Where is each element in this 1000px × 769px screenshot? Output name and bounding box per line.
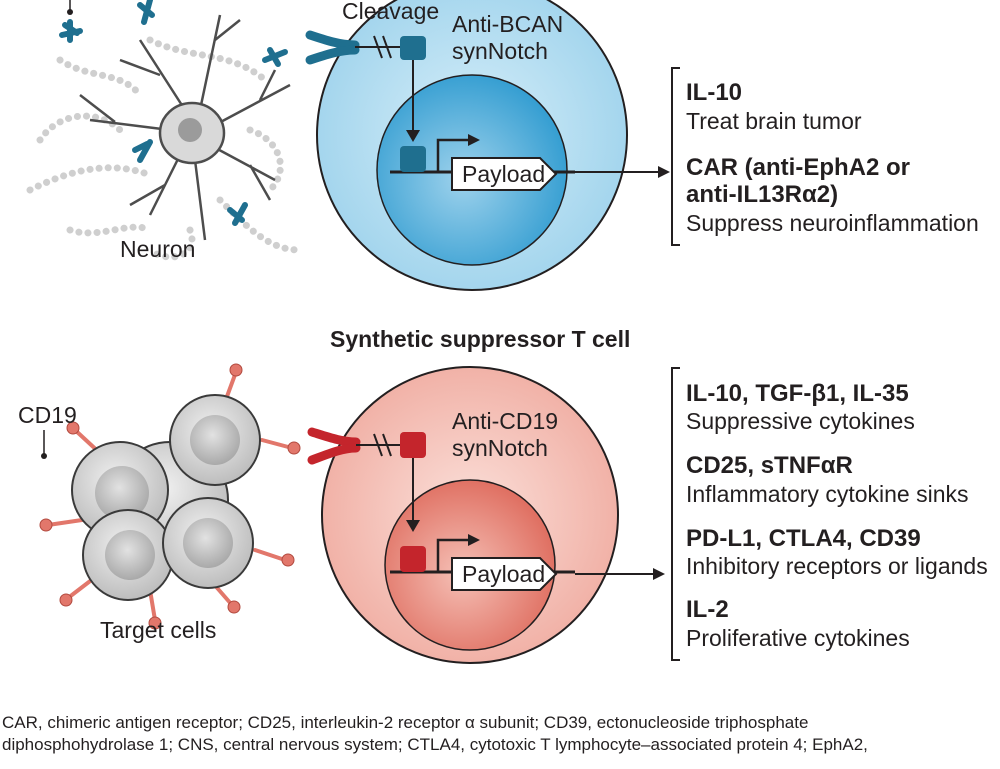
neuron-label: Neuron bbox=[120, 236, 196, 262]
gene-construct-blue bbox=[390, 134, 670, 191]
output-desc-treat-tumor: Treat brain tumor bbox=[686, 108, 862, 134]
output-head-il2: IL-2 bbox=[686, 596, 729, 623]
target-cells bbox=[39, 363, 301, 630]
neuron bbox=[26, 14, 304, 261]
footer-line-2: diphosphohydrolase 1; CNS, central nervo… bbox=[2, 735, 868, 754]
payload-box-red bbox=[451, 557, 558, 591]
anti-cd19-synnotch-label: synNotch bbox=[452, 435, 548, 461]
output-head-car-line2: anti-IL13Rα2) bbox=[686, 181, 839, 208]
target-cells-label: Target cells bbox=[100, 617, 217, 643]
output-bracket-bottom bbox=[671, 367, 680, 661]
gene-construct-red bbox=[390, 534, 665, 591]
diagram-canvas bbox=[26, 0, 680, 664]
anti-bcan-label: Anti-BCAN bbox=[452, 11, 564, 37]
payload-label-top: Payload bbox=[462, 161, 546, 187]
output-desc-suppressive: Suppressive cytokines bbox=[686, 408, 915, 434]
output-head-inhibitory: PD-L1, CTLA4, CD39 bbox=[686, 525, 921, 552]
output-head-cytokines: IL-10, TGF-β1, IL-35 bbox=[686, 380, 909, 407]
output-head-il10: IL-10 bbox=[686, 79, 743, 106]
cd19-label: CD19 bbox=[18, 402, 77, 428]
bcan-antigens bbox=[59, 0, 288, 226]
abbreviations-footer: CAR, chimeric antigen receptor; CD25, in… bbox=[2, 712, 998, 756]
payload-label-bottom: Payload bbox=[462, 561, 546, 587]
panel-title-suppressor: Synthetic suppressor T cell bbox=[330, 326, 631, 352]
anti-cd19-receptor bbox=[307, 427, 426, 532]
footer-line-1: CAR, chimeric antigen receptor; CD25, in… bbox=[2, 713, 809, 732]
output-bracket-top bbox=[671, 67, 680, 246]
output-desc-neuroinflammation: Suppress neuroinflammation bbox=[686, 210, 979, 236]
anti-bcan-receptor bbox=[305, 30, 426, 142]
output-desc-sinks: Inflammatory cytokine sinks bbox=[686, 481, 969, 507]
payload-box-blue bbox=[451, 157, 558, 191]
anti-cd19-label: Anti-CD19 bbox=[452, 408, 559, 434]
output-head-car: CAR (anti-EphA2 or bbox=[686, 154, 910, 181]
anti-bcan-synnotch-label: synNotch bbox=[452, 38, 548, 64]
output-desc-proliferative: Proliferative cytokines bbox=[686, 625, 910, 651]
cleavage-label: Cleavage bbox=[342, 0, 440, 24]
output-head-sinks: CD25, sTNFαR bbox=[686, 452, 853, 479]
output-desc-inhibitory: Inhibitory receptors or ligands bbox=[686, 553, 988, 579]
